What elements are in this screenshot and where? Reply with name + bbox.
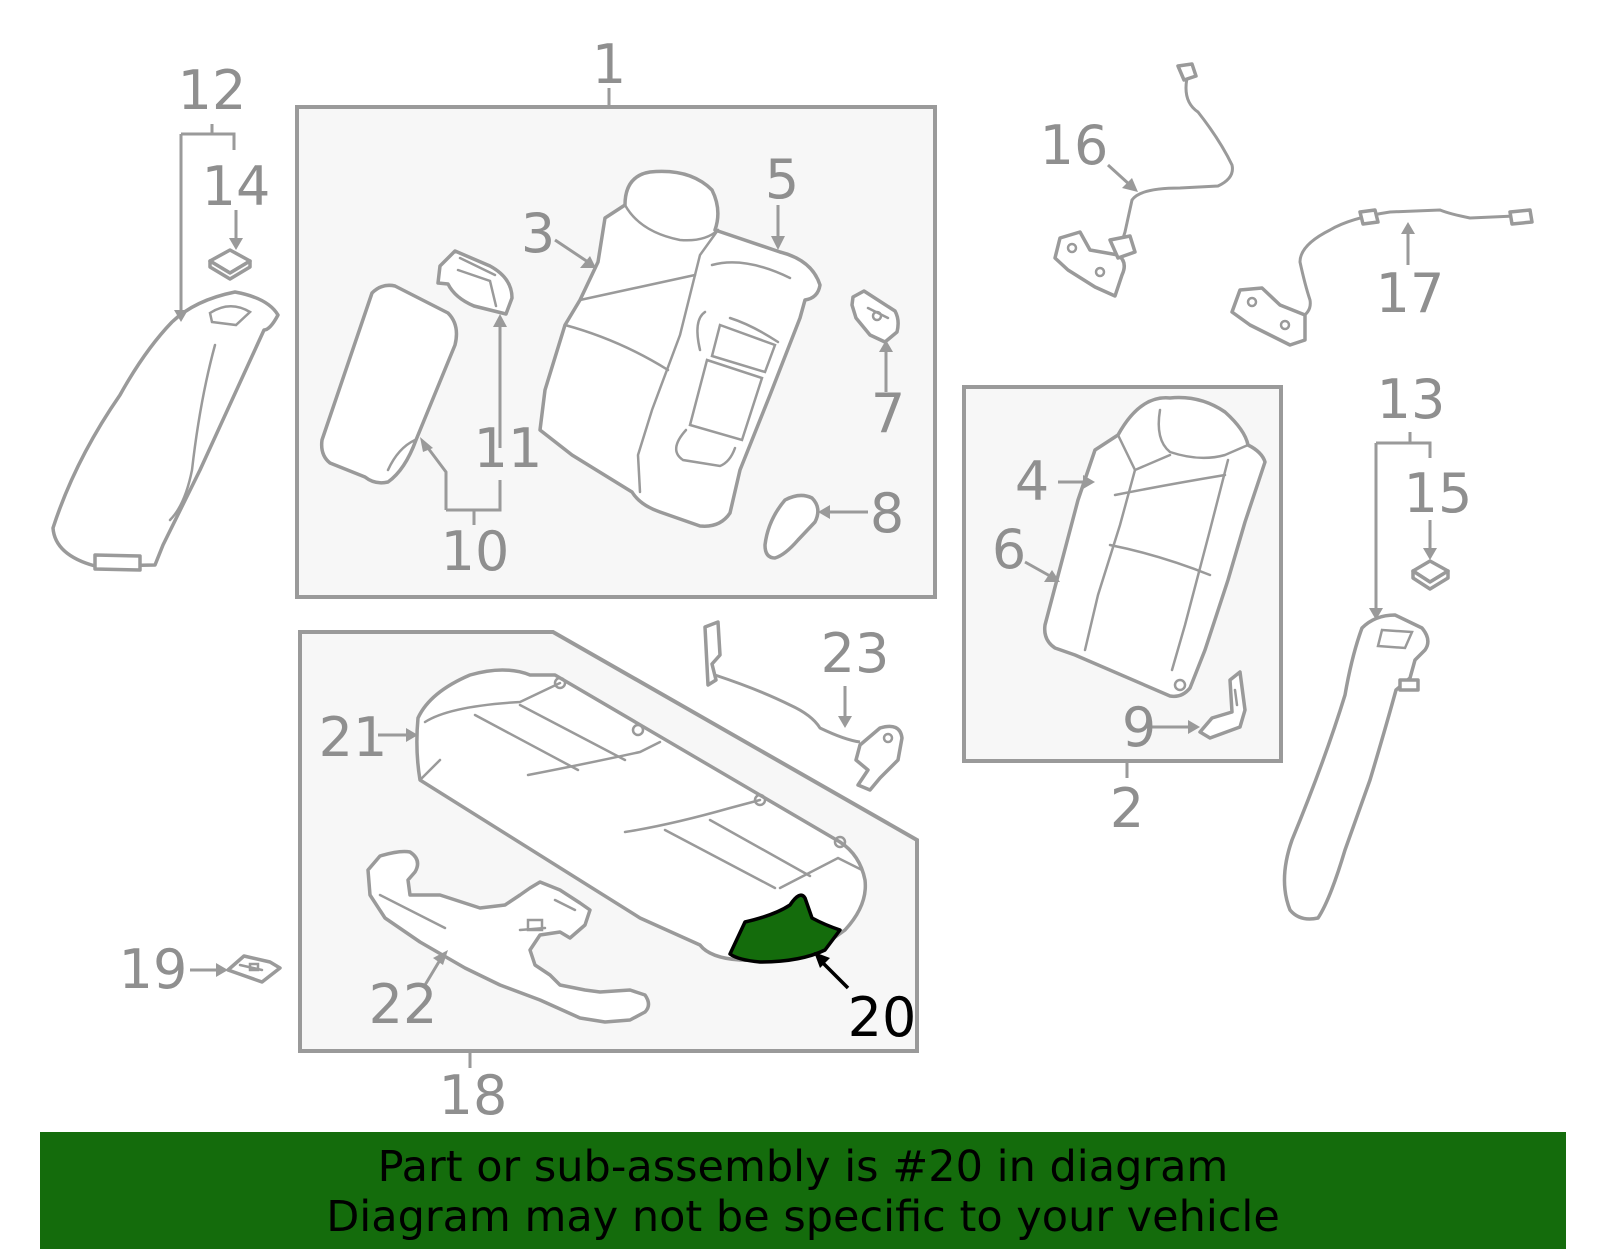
part-4-6-seat-back [1042,395,1267,699]
callout-numbers: 1 2 3 4 5 6 7 8 9 10 11 12 13 14 15 16 1… [119,33,1473,1127]
callout-4: 4 [1015,450,1049,513]
callout-5: 5 [765,148,799,211]
part-13-side-bolster [1282,613,1430,921]
banner-line-2: Diagram may not be specific to your vehi… [326,1192,1280,1242]
part-10-armrest [319,283,459,485]
callout-21: 21 [319,706,388,769]
callout-11: 11 [474,417,543,480]
part-17-harness [1230,208,1534,347]
callout-23: 23 [821,622,890,685]
callout-16: 16 [1040,114,1109,177]
callout-2: 2 [1110,777,1144,840]
callout-1: 1 [592,33,626,96]
callout-14: 14 [202,155,271,218]
callout-13: 13 [1377,368,1446,431]
part-21-seat-cushion [415,668,868,962]
callout-19: 19 [119,938,188,1001]
part-8-cover [763,493,820,560]
callout-22: 22 [369,973,438,1036]
info-banner: Part or sub-assembly is #20 in diagram D… [40,1132,1566,1249]
part-16-harness [1053,62,1234,298]
callout-20-highlighted: 20 [848,986,917,1049]
part-19-clip [226,954,282,984]
part-23-wire-frame [703,620,904,792]
part-20-highlighted-pad [728,893,842,964]
callout-8: 8 [870,482,904,545]
part-3-5-seat-back [538,169,822,528]
part-9-hinge [1198,670,1247,740]
callout-15: 15 [1404,462,1473,525]
part-7-bracket [850,289,900,344]
part-22-frame-pan [366,849,651,1024]
callout-10: 10 [441,520,510,583]
callout-18: 18 [439,1064,508,1127]
part-15-clip [1411,559,1450,591]
banner-line-1: Part or sub-assembly is #20 in diagram [377,1142,1229,1192]
callout-6: 6 [992,518,1026,581]
callout-17: 17 [1376,262,1445,325]
callout-7: 7 [871,382,905,445]
callout-9: 9 [1122,696,1156,759]
part-12-side-bolster [51,290,280,572]
callout-12: 12 [178,59,247,122]
part-14-clip [208,248,252,281]
leader-lines [174,88,1437,1068]
part-11-bracket [436,249,514,316]
callout-3: 3 [521,202,555,265]
